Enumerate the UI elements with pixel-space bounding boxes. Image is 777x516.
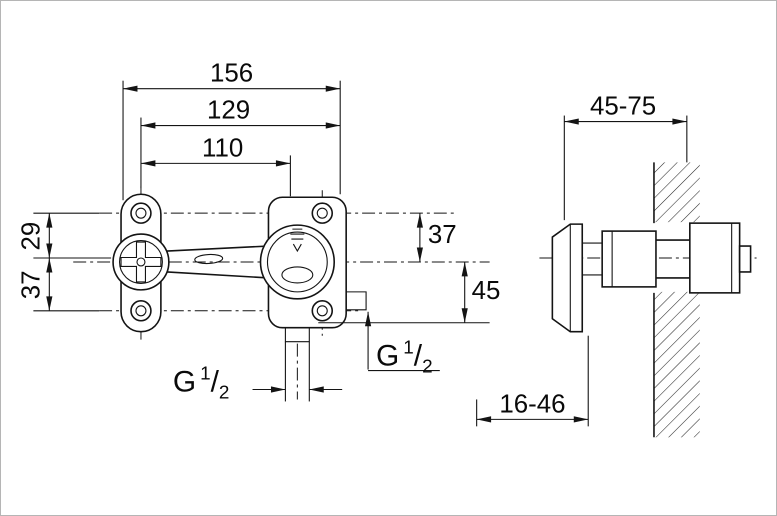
wall-hatching-bottom: [653, 291, 700, 438]
dim-depth: 45-75: [563, 93, 688, 221]
end-cap: [738, 245, 752, 273]
boss-center: [136, 257, 146, 267]
dim-label-right-lower: 45: [472, 277, 501, 305]
screw-hole-inner: [316, 305, 328, 317]
dim-top-middle: 129: [140, 97, 341, 189]
side-outlet-stub: [346, 291, 367, 311]
screw-hole: [311, 300, 334, 322]
dim-chain-right: 37 45: [318, 213, 501, 324]
bottom-outlet-stub: [284, 327, 310, 343]
cross-slot: [120, 241, 162, 283]
dim-label-right-upper: 37: [428, 221, 457, 249]
fixture-side: [551, 222, 752, 333]
wall-section: [653, 162, 700, 438]
valve-body-plate: [259, 196, 367, 343]
connector-bar: [166, 245, 269, 279]
dim-label-left-lower: 37: [17, 271, 45, 300]
escutcheon-flange: [551, 223, 584, 333]
dim-top-inner: 110: [140, 134, 291, 197]
dim-label-depth-range: 45-75: [590, 93, 656, 121]
bar-slot: [194, 253, 224, 265]
valve-circle-outer: [259, 224, 336, 300]
bar-top-edge: [166, 245, 269, 252]
wall-hatching-top: [653, 162, 700, 223]
screw-hole: [311, 202, 334, 224]
screw-hole-inner: [316, 207, 328, 219]
dim-offset: 16-46: [476, 335, 589, 427]
boss-outer: [112, 233, 170, 291]
dim-label-offset-range: 16-46: [499, 390, 565, 418]
bar-bottom-edge: [166, 271, 269, 279]
screw-hole-inner: [135, 207, 147, 219]
front-view: 156 129 110: [17, 60, 500, 404]
mounting-plate-left: [112, 193, 170, 333]
side-view: 45-75 16-46: [476, 93, 757, 438]
dim-label-top-outer: 156: [210, 60, 253, 88]
valve-circle-inner: [266, 231, 328, 293]
screw-hole: [130, 300, 152, 322]
dim-top-outer: 156: [122, 60, 341, 201]
anchor-icon: [290, 228, 305, 253]
screw-hole-inner: [135, 305, 147, 317]
dim-label-top-middle: 129: [207, 97, 250, 125]
logo-oval: [281, 266, 314, 284]
boss-inner: [118, 240, 163, 284]
screw-hole: [130, 202, 152, 224]
dim-label-left-upper: 29: [17, 222, 45, 251]
dim-chain-left: 29 37: [17, 212, 112, 312]
body-block: [601, 230, 657, 288]
dim-label-top-inner: 110: [202, 134, 243, 162]
